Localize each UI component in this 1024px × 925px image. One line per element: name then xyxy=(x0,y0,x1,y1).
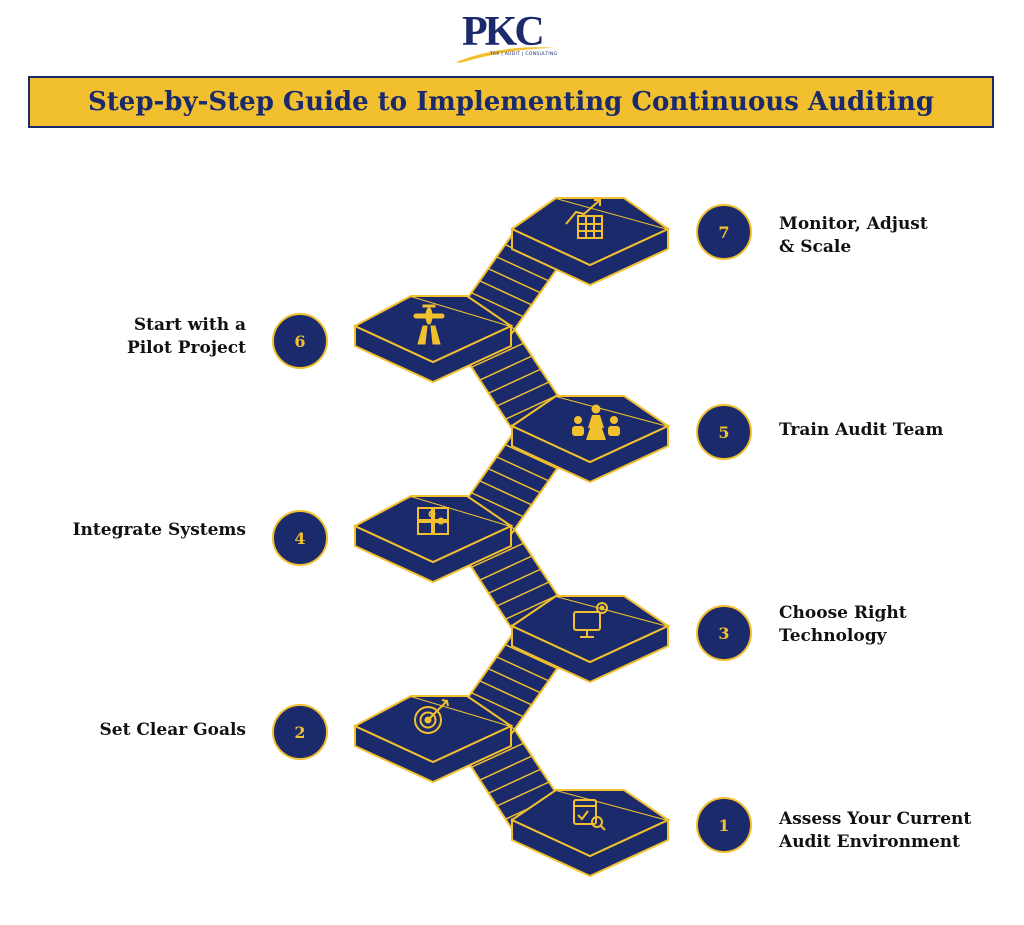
logo-swoosh-icon xyxy=(456,47,556,63)
airplane-runway-icon xyxy=(413,304,445,345)
platform-2 xyxy=(352,694,514,784)
platform-3 xyxy=(509,594,671,684)
pkc-logo: PKC TAX | AUDIT | CONSULTING xyxy=(452,8,562,64)
title-banner: Step-by-Step Guide to Implementing Conti… xyxy=(28,76,994,128)
logo-tagline: TAX | AUDIT | CONSULTING xyxy=(490,52,558,57)
audit-search-icon xyxy=(573,799,606,831)
step-5-badge: 5 xyxy=(696,404,752,460)
step-1-label: Assess Your Current Audit Environment xyxy=(779,809,972,852)
growth-chart-icon xyxy=(565,199,603,239)
platform-5 xyxy=(509,394,671,484)
computer-gear-icon xyxy=(573,602,608,638)
platform-4 xyxy=(352,494,514,584)
step-3-label: Choose Right Technology xyxy=(779,603,907,646)
step-5-label: Train Audit Team xyxy=(779,420,944,440)
step-4-label: Integrate Systems xyxy=(72,520,246,540)
platform-1 xyxy=(509,788,671,878)
step-7-label: Monitor, Adjust & Scale xyxy=(779,214,928,257)
step-6-badge: 6 xyxy=(272,313,328,369)
step-4-badge: 4 xyxy=(272,510,328,566)
step-2-label: Set Clear Goals xyxy=(99,720,246,740)
step-2-badge: 2 xyxy=(272,704,328,760)
page-title: Step-by-Step Guide to Implementing Conti… xyxy=(87,87,934,117)
platform-6 xyxy=(352,294,514,384)
target-icon xyxy=(414,699,449,734)
platform-7 xyxy=(510,196,671,287)
logo-text: PKC xyxy=(462,9,545,55)
team-training-icon xyxy=(572,404,620,440)
step-7-badge: 7 xyxy=(696,204,752,260)
puzzle-icon xyxy=(417,507,449,535)
step-6-label: Start with a Pilot Project xyxy=(126,315,246,358)
step-3-badge: 3 xyxy=(696,605,752,661)
step-1-badge: 1 xyxy=(696,797,752,853)
